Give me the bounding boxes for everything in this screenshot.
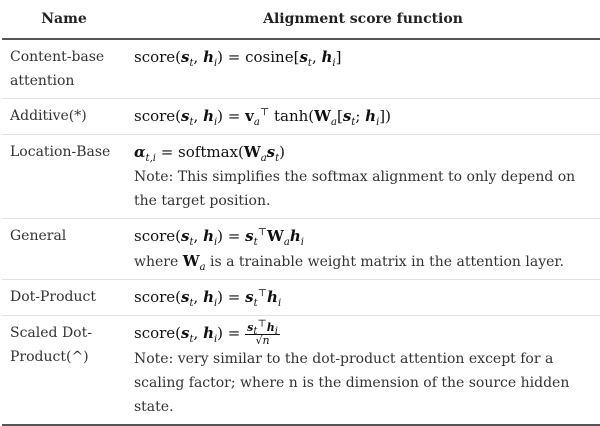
formula: αt,i = softmax(Wast) xyxy=(134,143,286,164)
formula: score(st, hi) = st⊤hi√n xyxy=(134,317,280,347)
row-formula: score(st, hi) = cosine[st, hi] xyxy=(126,39,600,99)
table-row: Content-base attention score(st, hi) = c… xyxy=(2,39,600,99)
table-row: Additive(*) score(st, hi) = va⊤ tanh(Wa[… xyxy=(2,98,600,135)
formula: score(st, hi) = st⊤Wahi xyxy=(134,227,304,248)
table-row: Location-Base αt,i = softmax(Wast) Note:… xyxy=(2,134,600,219)
row-note-prefix: where xyxy=(134,254,179,270)
formula: score(st, hi) = st⊤hi xyxy=(134,288,282,309)
row-name: Additive(*) xyxy=(2,98,126,135)
column-header-function: Alignment score function xyxy=(126,0,600,40)
row-note-suffix: is a trainable weight matrix in the atte… xyxy=(210,254,564,270)
row-note: Note: very similar to the dot-product at… xyxy=(134,350,570,415)
table-row: Scaled Dot-Product(^) score(st, hi) = st… xyxy=(2,315,600,426)
row-name: Dot-Product xyxy=(2,279,126,316)
row-formula: αt,i = softmax(Wast) Note: This simplifi… xyxy=(126,134,600,219)
table-header-row: Name Alignment score function xyxy=(2,0,600,40)
row-note: Note: This simplifies the softmax alignm… xyxy=(134,169,576,209)
row-formula: score(st, hi) = st⊤Wahi where Wa is a tr… xyxy=(126,218,600,280)
row-name: Scaled Dot-Product(^) xyxy=(2,315,126,426)
row-name: General xyxy=(2,218,126,280)
weight-matrix-symbol: Wa xyxy=(182,252,206,273)
formula: score(st, hi) = va⊤ tanh(Wa[st; hi]) xyxy=(134,107,391,128)
formula: score(st, hi) = cosine[st, hi] xyxy=(134,48,342,69)
row-formula: score(st, hi) = st⊤hi xyxy=(126,279,600,316)
table-row: General score(st, hi) = st⊤Wahi where Wa… xyxy=(2,218,600,280)
row-name: Content-base attention xyxy=(10,49,105,89)
column-header-name: Name xyxy=(2,0,126,40)
row-formula: score(st, hi) = st⊤hi√n Note: very simil… xyxy=(126,315,600,426)
table-row: Dot-Product score(st, hi) = st⊤hi xyxy=(2,279,600,316)
row-name: Location-Base xyxy=(2,134,126,219)
scaled-fraction: st⊤hi√n xyxy=(245,317,280,347)
row-formula: score(st, hi) = va⊤ tanh(Wa[st; hi]) xyxy=(126,98,600,135)
